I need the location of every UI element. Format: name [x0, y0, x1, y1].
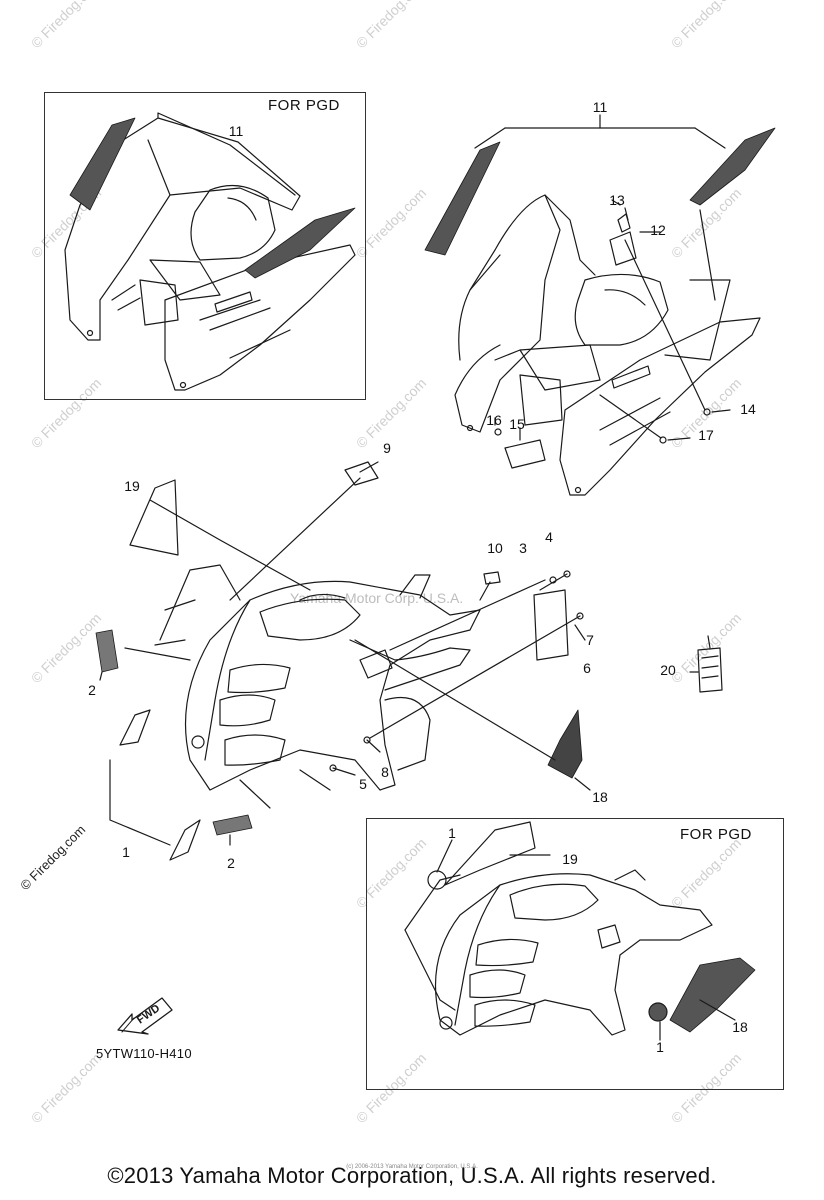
- callout-1: 1: [656, 1039, 664, 1055]
- fwd-arrow: [117, 997, 173, 1035]
- callout-17: 17: [698, 427, 714, 443]
- callout-19: 19: [124, 478, 140, 494]
- callout-14: 14: [740, 401, 756, 417]
- inset-box-bottom-right: [366, 818, 784, 1090]
- callout-12: 12: [650, 222, 666, 238]
- callout-5: 5: [359, 776, 367, 792]
- tiny-credit: (c) 2006-2013 Yamaha Motor Corporation, …: [346, 1164, 478, 1170]
- inset-label: FOR PGD: [268, 97, 340, 114]
- callout-10: 10: [487, 540, 503, 556]
- callout-15: 15: [509, 416, 525, 432]
- inset-label: FOR PGD: [680, 826, 752, 843]
- callout-11: 11: [592, 99, 608, 115]
- callout-13: 13: [609, 192, 625, 208]
- front-fender-main: [95, 461, 723, 861]
- callout-19: 19: [562, 851, 578, 867]
- front-fender-pgd: [404, 821, 756, 1041]
- callout-2: 2: [227, 855, 235, 871]
- callout-2: 2: [88, 682, 96, 698]
- copyright-notice: ©2013 Yamaha Motor Corporation, U.S.A. A…: [107, 1163, 717, 1188]
- callout-3: 3: [519, 540, 527, 556]
- part-diagram-code: 5YTW110-H410: [96, 1046, 192, 1061]
- callout-20: 20: [660, 662, 676, 678]
- callout-4: 4: [545, 529, 553, 545]
- callout-1: 1: [122, 844, 130, 860]
- callout-6: 6: [583, 660, 591, 676]
- callout-1: 1: [448, 825, 456, 841]
- inset-box-top-left: [44, 92, 366, 400]
- rear-fender-pgd: [64, 112, 356, 391]
- callout-7: 7: [586, 632, 594, 648]
- callout-9: 9: [383, 440, 391, 456]
- callout-16: 16: [486, 412, 502, 428]
- center-watermark: Yamaha Motor Corp. U.S.A.: [290, 590, 464, 606]
- callout-11: 11: [228, 123, 244, 139]
- callout-18: 18: [592, 789, 608, 805]
- callout-18: 18: [732, 1019, 748, 1035]
- rear-fender-main: [424, 114, 776, 496]
- callout-8: 8: [381, 764, 389, 780]
